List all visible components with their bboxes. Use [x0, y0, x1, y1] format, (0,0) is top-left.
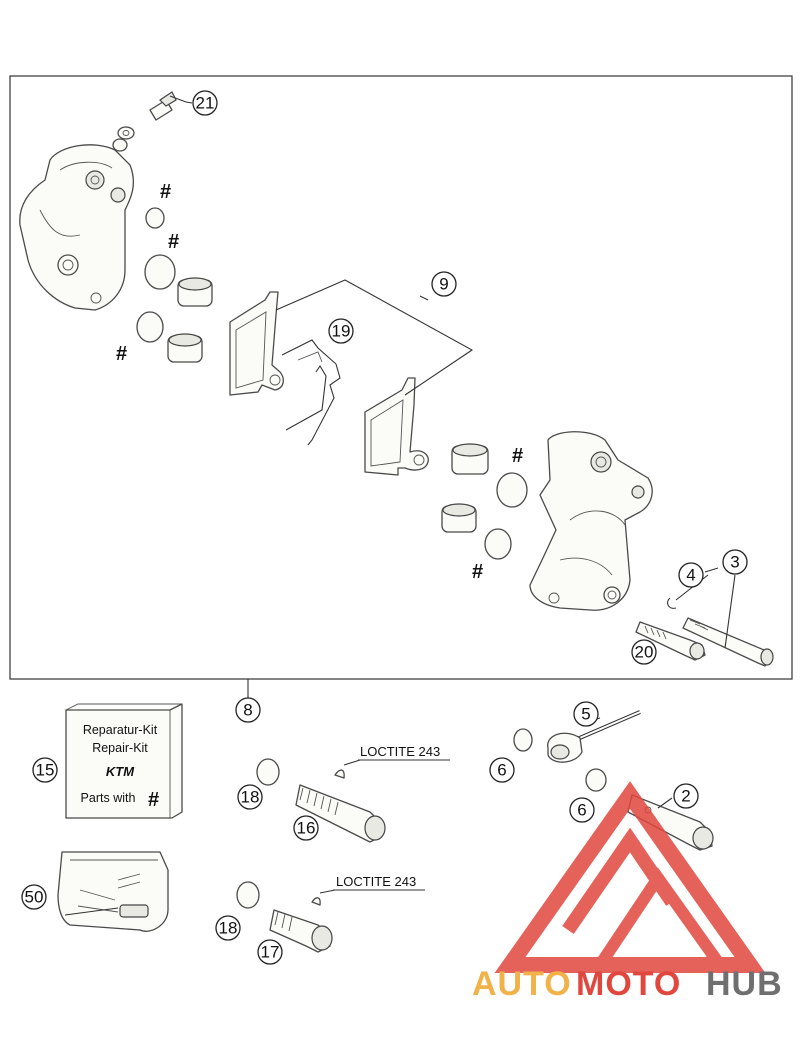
- pad-spring: [281, 339, 341, 446]
- piston-left-lower: [167, 333, 203, 363]
- bleeder-screw: [112, 91, 187, 152]
- svg-text:16: 16: [297, 819, 316, 838]
- callout-4: 4: [678, 562, 704, 588]
- caliper-bolt-lower: [269, 909, 333, 953]
- callout-18-lower: 18: [215, 915, 241, 941]
- svg-text:18: 18: [241, 788, 260, 807]
- repair-kit-box: Reparatur-Kit Repair-Kit KTM Parts with …: [65, 703, 183, 819]
- svg-text:17: 17: [261, 943, 280, 962]
- brake-pad-right: [364, 377, 429, 476]
- guide-bolt: [635, 621, 706, 661]
- brake-pad-left: [229, 291, 284, 396]
- loctite-drop-upper: [334, 769, 345, 779]
- brake-line: [547, 710, 641, 763]
- hash-mark-4: #: [512, 445, 523, 467]
- hash-mark-1: #: [160, 181, 171, 203]
- callout-5: 5: [573, 701, 599, 727]
- loctite-label-upper: LOCTITE 243: [360, 744, 440, 759]
- piston-right-lower: [441, 503, 477, 533]
- svg-text:8: 8: [243, 701, 252, 720]
- callout-20: 20: [631, 639, 657, 665]
- watermark-hub: HUB: [706, 965, 783, 1003]
- callout-21: 21: [192, 90, 218, 116]
- callout-50: 50: [21, 884, 47, 910]
- piston-left-upper: [177, 277, 213, 307]
- svg-text:4: 4: [686, 566, 695, 585]
- caliper-right-half: [529, 431, 653, 611]
- seal-ring-lower-left: [136, 311, 164, 343]
- retaining-clip: [667, 597, 677, 609]
- svg-text:6: 6: [577, 801, 586, 820]
- hash-mark-2: #: [168, 231, 179, 253]
- repair-kit-hash: #: [148, 789, 159, 811]
- callout-16: 16: [293, 815, 319, 841]
- svg-text:5: 5: [581, 705, 590, 724]
- automotohub-watermark: [494, 781, 766, 973]
- callout-17: 17: [257, 939, 283, 965]
- banjo-washer-lower: [585, 768, 607, 792]
- svg-text:2: 2: [681, 787, 690, 806]
- caliper-left-half: [19, 144, 134, 311]
- svg-text:20: 20: [635, 643, 654, 662]
- seal-ring-small-left: [145, 207, 165, 229]
- caliper-pin: [682, 617, 774, 667]
- piston-right-upper: [451, 443, 489, 475]
- svg-text:15: 15: [36, 761, 55, 780]
- repair-kit-line3: Parts with: [81, 791, 136, 805]
- callout-8: 8: [235, 697, 261, 723]
- callout-3: 3: [722, 549, 748, 575]
- callout-6-upper: 6: [489, 757, 515, 783]
- callout-9: 9: [431, 271, 457, 297]
- washer-lower: [236, 881, 260, 909]
- seal-ring-large-left: [144, 254, 176, 290]
- repair-kit-line1: Reparatur-Kit: [83, 723, 158, 737]
- svg-text:9: 9: [439, 275, 448, 294]
- svg-text:18: 18: [219, 919, 238, 938]
- callout-18-upper: 18: [237, 784, 263, 810]
- svg-text:3: 3: [730, 553, 739, 572]
- caliper-bolt-upper: [295, 784, 386, 843]
- svg-text:6: 6: [497, 761, 506, 780]
- hash-mark-3: #: [116, 343, 127, 365]
- callout-15: 15: [32, 757, 58, 783]
- banjo-washer-upper: [513, 728, 533, 752]
- loctite-label-lower: LOCTITE 243: [336, 874, 416, 889]
- watermark-text: AUTO MOTO HUB: [472, 965, 783, 1003]
- svg-text:50: 50: [25, 888, 44, 907]
- parts-bag: [57, 851, 169, 932]
- callout-2: 2: [673, 783, 699, 809]
- assembly-frame: [9, 75, 793, 680]
- svg-text:19: 19: [332, 322, 351, 341]
- svg-text:21: 21: [196, 94, 215, 113]
- pad-leader-9: [275, 279, 474, 396]
- watermark-moto: MOTO: [576, 965, 681, 1003]
- seal-ring-lower-right: [484, 528, 512, 560]
- washer-upper: [256, 758, 280, 786]
- watermark-auto: AUTO: [472, 965, 572, 1003]
- loctite-drop-lower: [311, 897, 321, 906]
- repair-kit-line2: Repair-Kit: [92, 741, 148, 755]
- repair-kit-brand: KTM: [106, 764, 135, 779]
- callout-19: 19: [328, 318, 354, 344]
- hash-mark-5: #: [472, 561, 483, 583]
- seal-ring-upper-right: [496, 472, 528, 508]
- callout-6-lower: 6: [569, 797, 595, 823]
